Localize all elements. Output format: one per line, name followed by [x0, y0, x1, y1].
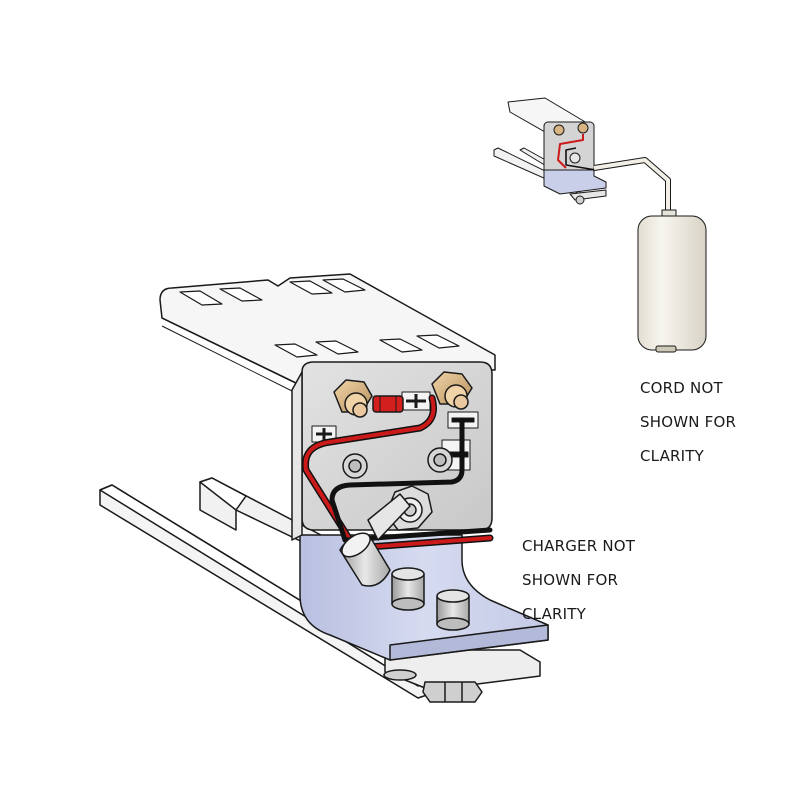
inset-assembly	[493, 97, 707, 353]
annotation-line: CHARGER NOT	[522, 537, 636, 555]
annotation-line: SHOWN FOR	[640, 413, 737, 431]
cable-clamp	[339, 485, 433, 587]
annotation-line: CLARITY	[522, 605, 587, 623]
main-assembly	[99, 273, 549, 703]
charger-not-shown-annotation: CHARGER NOT SHOWN FOR CLARITY	[522, 521, 635, 640]
mounting-screws	[342, 447, 453, 479]
standoffs	[391, 567, 470, 631]
annotation-line: CLARITY	[640, 447, 705, 465]
lower-plate	[383, 649, 541, 703]
terminal-post-positive	[333, 379, 373, 418]
wires	[302, 394, 494, 552]
cord-not-shown-annotation: CORD NOT SHOWN FOR CLARITY	[640, 363, 736, 482]
annotation-line: CORD NOT	[640, 379, 723, 397]
inline-fuse	[372, 395, 404, 413]
annotation-line: SHOWN FOR	[522, 571, 619, 589]
terminal-post-negative	[431, 371, 473, 410]
